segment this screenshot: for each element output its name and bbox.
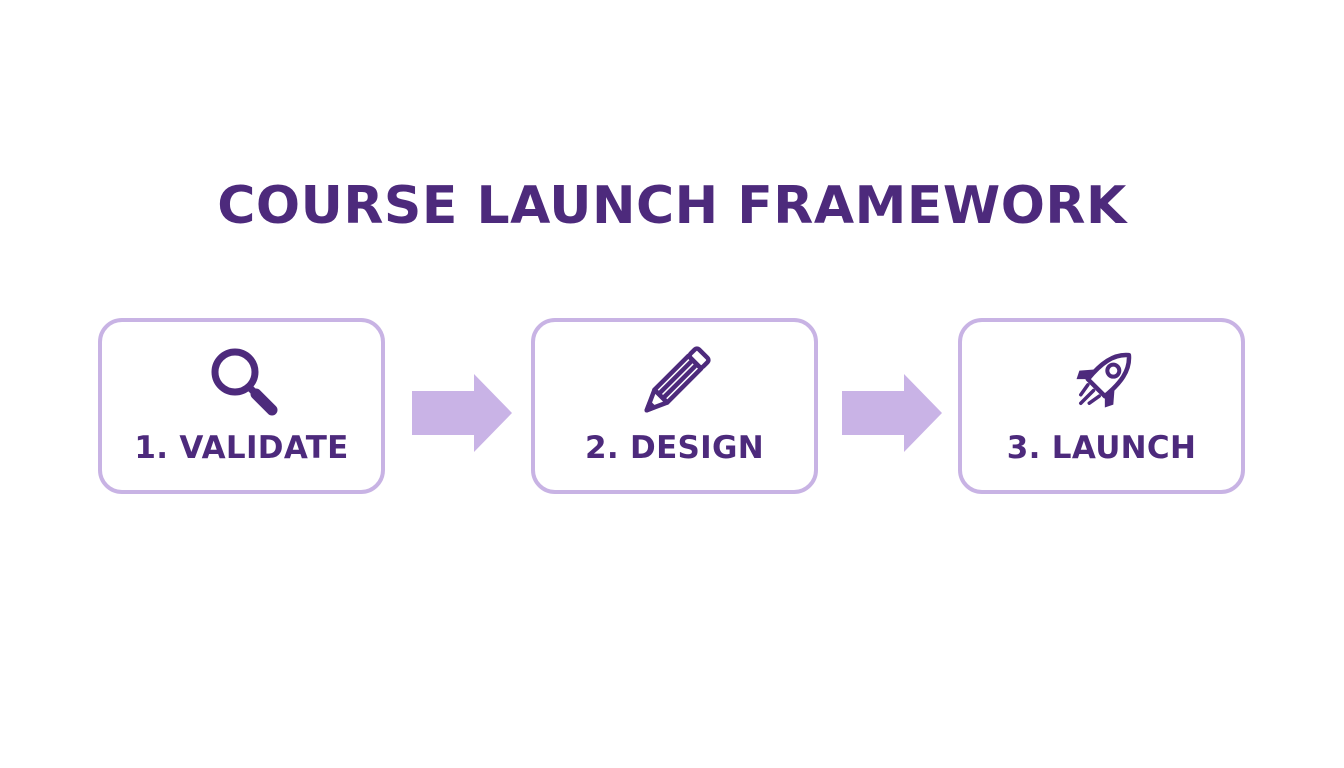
rocket-icon xyxy=(1060,340,1144,424)
diagram-title: COURSE LAUNCH FRAMEWORK xyxy=(217,176,1127,236)
magnifying-glass-icon xyxy=(200,340,284,424)
pencil-icon xyxy=(633,340,717,424)
step-launch-label: 3. LAUNCH xyxy=(1006,430,1197,466)
step-design-box: 2. DESIGN xyxy=(531,318,818,494)
step-validate-box: 1. VALIDATE xyxy=(98,318,385,494)
step-validate-label: 1. VALIDATE xyxy=(134,430,349,466)
step-design-label: 2. DESIGN xyxy=(585,430,764,466)
arrow-right-icon xyxy=(412,374,512,452)
step-launch-box: 3. LAUNCH xyxy=(958,318,1245,494)
arrow-right-icon xyxy=(842,374,942,452)
